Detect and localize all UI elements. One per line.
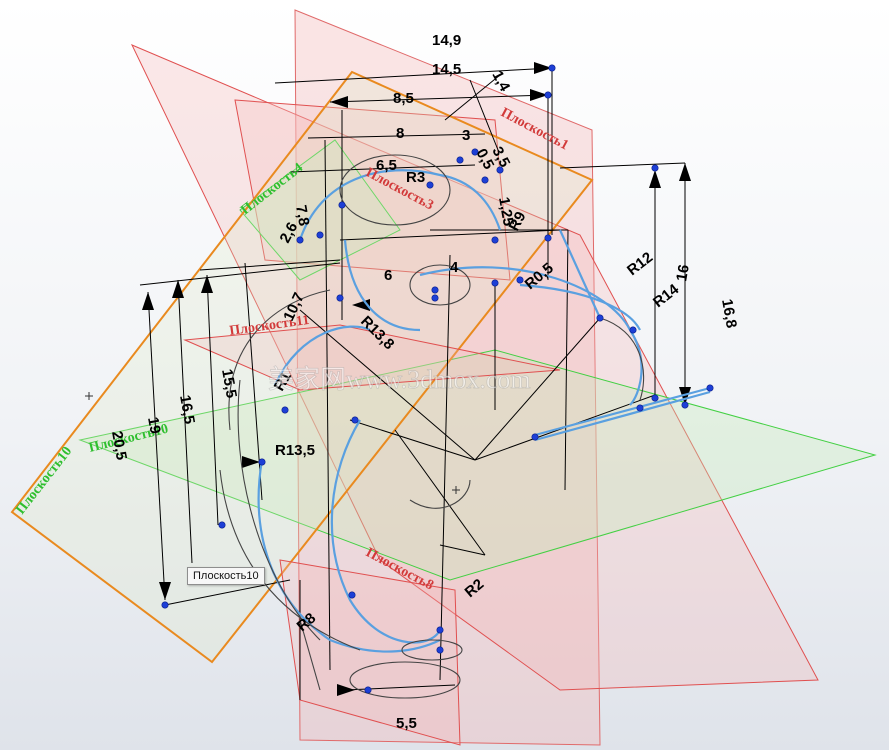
dim-8[interactable]: 8	[396, 125, 404, 142]
dim-16[interactable]: 16	[673, 263, 693, 282]
dim-14-5[interactable]: 14,5	[432, 61, 461, 78]
dim-3[interactable]: 3	[462, 127, 470, 144]
dim-7-8[interactable]: 7,8	[292, 204, 312, 227]
dimension-lines	[139, 67, 686, 700]
dim-6-5[interactable]: 6,5	[376, 157, 397, 174]
origin-marks	[85, 392, 460, 494]
dim-r13-5[interactable]: R13,5	[275, 442, 315, 459]
dim-19[interactable]: 19	[144, 416, 164, 435]
dim-4[interactable]: 4	[450, 259, 459, 276]
dim-16-5[interactable]: 16,5	[176, 394, 198, 426]
dim-6[interactable]: 6	[384, 267, 392, 284]
dim-r3[interactable]: R3	[406, 169, 425, 186]
sketch-curves	[257, 169, 711, 653]
plane-orange-10[interactable]	[10, 70, 594, 664]
dim-8-5[interactable]: 8,5	[393, 90, 414, 107]
dim-20-5[interactable]: 20,5	[108, 430, 130, 462]
plane-green-horizontal	[78, 349, 877, 581]
dim-15-5[interactable]: 15,5	[218, 368, 240, 400]
plane-red-lower	[279, 559, 461, 746]
dim-1-25[interactable]: 1,25	[495, 196, 517, 228]
dim-16-8[interactable]: 16,8	[718, 298, 740, 330]
dim-5-5[interactable]: 5,5	[396, 715, 417, 732]
plane-green-top	[239, 139, 401, 281]
dimension-arrows	[142, 62, 691, 696]
watermark: 美家网www.3dmox.com	[268, 365, 531, 394]
sketch-curves-gray	[219, 154, 645, 699]
sketch-points[interactable]	[161, 64, 714, 694]
dim-14-9[interactable]: 14,9	[432, 32, 461, 49]
plane-red-mid	[183, 324, 561, 391]
dim-r12[interactable]: R12	[624, 249, 656, 279]
tooltip-plane10: Плоскость10	[187, 567, 265, 585]
